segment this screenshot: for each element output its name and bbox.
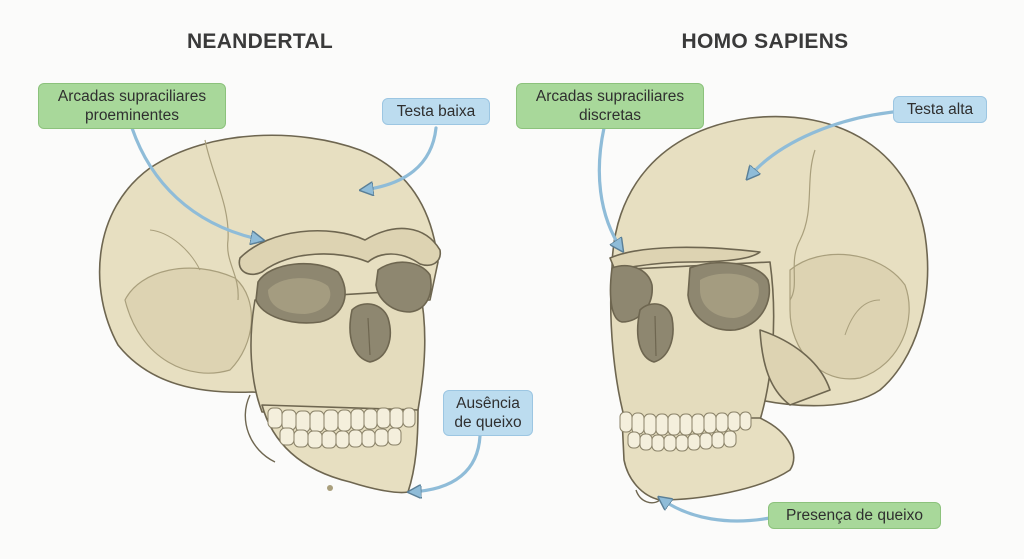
- label-sapiens-brow-line1: Arcadas supraciliares: [535, 88, 685, 105]
- arrow-sapiens-brow: [597, 126, 622, 250]
- label-neanderthal-brow: Arcadas supraciliares proeminentes: [38, 83, 226, 129]
- sapiens-skull: [609, 115, 929, 504]
- arrow-neanderthal-chin: [410, 434, 482, 492]
- label-neanderthal-chin-line1: Ausência: [456, 395, 520, 412]
- neanderthal-skull: [98, 134, 442, 494]
- arrow-sapiens-chin: [660, 498, 772, 523]
- label-neanderthal-forehead: Testa baixa: [382, 98, 490, 125]
- sapiens-teeth: [619, 411, 752, 452]
- neanderthal-brow-ridge: [238, 227, 442, 276]
- sapiens-title: HOMO SAPIENS: [681, 30, 849, 53]
- arrows: [130, 110, 895, 523]
- arrow-neanderthal-brow: [130, 126, 262, 240]
- label-neanderthal-brow-line2: proeminentes: [85, 107, 179, 124]
- label-neanderthal-chin-line2: de queixo: [454, 414, 522, 431]
- neanderthal-title: NEANDERTAL: [186, 30, 334, 53]
- label-neanderthal-brow-line1: Arcadas supraciliares: [57, 88, 207, 105]
- label-neanderthal-chin: Ausência de queixo: [443, 390, 533, 436]
- arrow-neanderthal-forehead: [362, 126, 438, 190]
- neanderthal-nasal-cavity: [349, 303, 392, 363]
- label-sapiens-brow-line2: discretas: [578, 107, 642, 124]
- label-sapiens-forehead: Testa alta: [893, 96, 987, 123]
- label-sapiens-chin: Presença de queixo: [768, 502, 941, 529]
- neanderthal-teeth: [267, 407, 416, 449]
- neanderthal-right-eye-socket: [375, 261, 432, 313]
- arrow-sapiens-forehead: [748, 110, 895, 178]
- label-sapiens-brow: Arcadas supraciliares discretas: [516, 83, 704, 129]
- sapiens-brow-ridge: [609, 246, 761, 271]
